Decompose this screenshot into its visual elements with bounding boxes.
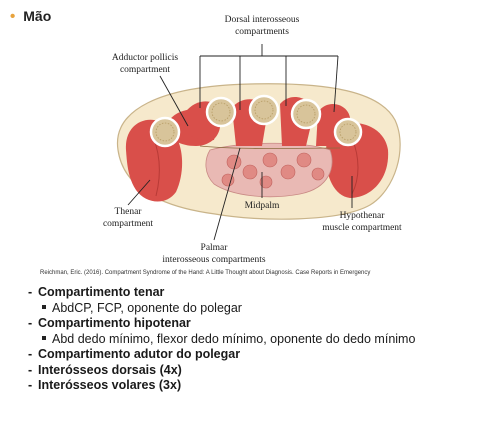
section-heading: • Mão: [10, 8, 51, 25]
midpalm-label: Midpalm: [245, 201, 280, 211]
list-item: -Compartimento hipotenar: [28, 316, 191, 330]
hypothenar-label-line1: Hypothenar: [340, 211, 386, 221]
compartment-list: -Compartimento tenar AbdCP, FCP, oponent…: [28, 285, 468, 394]
square-bullet-icon: [42, 336, 46, 341]
figure-caption: Reichman, Eric. (2016). Compartment Synd…: [40, 270, 371, 276]
dorsal-label-line1: Dorsal interosseous: [225, 15, 300, 25]
metacarpal-bones: [149, 94, 363, 148]
thenar-label-line2: compartment: [103, 219, 153, 229]
flexor-tendons: [221, 152, 325, 189]
hypothenar-label-line2: muscle compartment: [322, 223, 402, 233]
adductor-label-line2: compartment: [120, 65, 170, 75]
palmar-label-line1: Palmar: [201, 243, 229, 253]
list-item: -Interósseos volares (3x): [28, 378, 182, 392]
section-title: Mão: [23, 8, 52, 24]
list-item: -Compartimento adutor do polegar: [28, 347, 241, 361]
list-item: -Compartimento tenar: [28, 285, 165, 299]
list-subitem: Abd dedo mínimo, flexor dedo mínimo, opo…: [36, 332, 468, 348]
palmar-label-line2: interosseous compartments: [162, 255, 265, 265]
adductor-label-line1: Adductor pollicis: [112, 53, 179, 63]
list-subitem: AbdCP, FCP, oponente do polegar: [36, 301, 468, 317]
bullet-icon: •: [10, 8, 16, 25]
square-bullet-icon: [42, 305, 46, 310]
dorsal-label-bracket: [199, 44, 339, 113]
hand-cross-section-figure: Dorsal interosseous compartments Adducto…: [103, 15, 402, 265]
dorsal-label-line2: compartments: [235, 27, 289, 37]
list-item: -Interósseos dorsais (4x): [28, 362, 182, 377]
thenar-label-line1: Thenar: [115, 207, 143, 217]
